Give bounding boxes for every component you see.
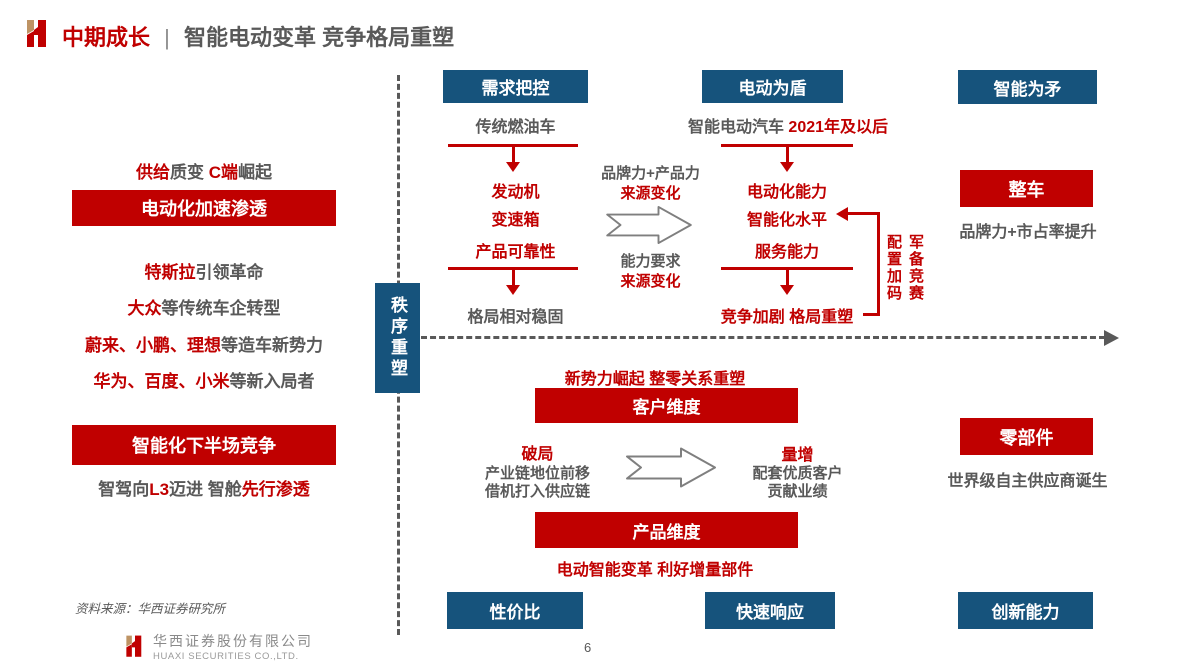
parts-caption: 世界级自主供应商诞生 bbox=[947, 473, 1108, 490]
electric-subtitle: 智能电动汽车 2021年及以后 bbox=[663, 113, 913, 137]
volume-line2: 贡献业绩 bbox=[767, 483, 828, 500]
horizontal-dashed-axis bbox=[421, 336, 1105, 339]
vw-red: 大众 bbox=[127, 299, 162, 318]
entrants-red: 华为、百度、小米 bbox=[93, 372, 230, 391]
vehicle-caption: 品牌力+市占率提升 bbox=[959, 224, 1097, 241]
headline-seg: 崛起 bbox=[238, 163, 272, 182]
electric-divider-arrow bbox=[721, 267, 853, 295]
electric-box: 电动为盾 bbox=[702, 70, 843, 103]
breakthrough-title: 破局 bbox=[521, 446, 554, 463]
tesla-red: 特斯拉 bbox=[144, 263, 196, 282]
product-dimension-box: 产品维度 bbox=[535, 512, 798, 548]
flow-arrow-icon bbox=[606, 206, 692, 244]
customer-dimension-box: 客户维度 bbox=[535, 388, 798, 423]
lower-headline: 新势力崛起 整零关系重塑 bbox=[564, 371, 746, 388]
intelligent-box: 智能为矛 bbox=[958, 70, 1097, 104]
parts-box: 零部件 bbox=[960, 418, 1093, 455]
bracket-label-config: 配置加码 bbox=[885, 234, 902, 302]
lower-caption: 电动智能变革 利好增量部件 bbox=[556, 562, 754, 579]
smart-seg: 先行渗透 bbox=[241, 480, 310, 499]
footer-company-cn: 华西证券股份有限公司 bbox=[153, 635, 313, 650]
huaxi-logo-icon bbox=[27, 20, 46, 47]
order-reshape-label: 秩序重塑 bbox=[388, 296, 407, 380]
intelligence-banner: 智能化下半场竞争 bbox=[72, 425, 336, 465]
tesla-gray: 引领革命 bbox=[195, 263, 264, 282]
tesla-line: 特斯拉引领革命 bbox=[52, 258, 356, 283]
new-forces-red: 蔚来、小鹏、理想 bbox=[85, 336, 221, 355]
order-reshape-box: 秩序重塑 bbox=[375, 283, 420, 393]
new-forces-line: 蔚来、小鹏、理想等造车新势力 bbox=[42, 331, 366, 356]
source-note: 资料来源：华西证券研究所 bbox=[75, 602, 226, 616]
bracket-label-arms-race: 军备竞赛 bbox=[907, 234, 924, 302]
demand-box: 需求把控 bbox=[443, 70, 588, 103]
bracket-arrow-icon bbox=[836, 207, 848, 221]
huaxi-footer-logo-icon bbox=[126, 635, 142, 657]
transition-bottom-red: 来源变化 bbox=[620, 273, 681, 290]
bracket-top-line bbox=[847, 212, 880, 215]
electric-subtitle-red: 2021年及以后 bbox=[788, 119, 889, 136]
volume-title: 量增 bbox=[781, 447, 814, 464]
footer-company-en: HUAXI SECURITIES CO.,LTD. bbox=[153, 651, 299, 662]
transition-bottom-gray: 能力要求 bbox=[620, 253, 681, 270]
electric-item: 服务能力 bbox=[754, 244, 819, 261]
electric-result: 竞争加剧 格局重塑 bbox=[720, 309, 854, 326]
demand-divider-arrow bbox=[448, 144, 578, 172]
demand-item: 产品可靠性 bbox=[475, 244, 556, 261]
headline-seg: 供给 bbox=[135, 163, 170, 182]
entrants-gray: 等新入局者 bbox=[229, 372, 315, 391]
demand-item: 发动机 bbox=[491, 184, 540, 201]
title-secondary: 智能电动变革 竞争格局重塑 bbox=[183, 25, 455, 50]
breakthrough-line2: 借机打入供应链 bbox=[484, 483, 590, 500]
breakthrough-line1: 产业链地位前移 bbox=[484, 465, 590, 482]
vw-gray: 等传统车企转型 bbox=[161, 299, 281, 318]
smart-seg: 智驾向 bbox=[98, 480, 150, 499]
transition-top-red: 来源变化 bbox=[620, 185, 681, 202]
smart-line: 智驾向L3迈进 智舱先行渗透 bbox=[42, 475, 366, 500]
bracket-bottom-line bbox=[863, 313, 880, 316]
new-forces-gray: 等造车新势力 bbox=[221, 336, 323, 355]
demand-subtitle: 传统燃油车 bbox=[475, 119, 556, 136]
new-entrants-line: 华为、百度、小米等新入局者 bbox=[42, 367, 366, 392]
left-headline: 供给质变 C端崛起 bbox=[72, 158, 336, 183]
headline-seg: 质变 bbox=[169, 163, 209, 182]
volume-line1: 配套优质客户 bbox=[752, 465, 843, 482]
electrification-banner: 电动化加速渗透 bbox=[72, 190, 336, 226]
headline-seg: C端 bbox=[208, 163, 238, 182]
flow-arrow-icon bbox=[626, 447, 716, 488]
bottom-box-innovation: 创新能力 bbox=[958, 592, 1093, 629]
page-number: 6 bbox=[584, 640, 592, 655]
volkswagen-line: 大众等传统车企转型 bbox=[52, 294, 356, 319]
electric-divider-arrow bbox=[721, 144, 853, 172]
demand-divider-arrow bbox=[448, 267, 578, 295]
electric-item: 智能化水平 bbox=[746, 212, 827, 229]
axis-arrowhead-icon bbox=[1104, 330, 1119, 346]
bracket-vertical-line bbox=[877, 212, 880, 316]
page-title: 中期成长 | 智能电动变革 竞争格局重塑 bbox=[62, 20, 454, 52]
transition-top-gray: 品牌力+产品力 bbox=[601, 165, 700, 182]
title-primary: 中期成长 bbox=[62, 25, 151, 50]
smart-seg: L3 bbox=[149, 480, 170, 499]
demand-result: 格局相对稳固 bbox=[467, 309, 564, 326]
title-divider: | bbox=[164, 25, 170, 50]
bottom-box-response: 快速响应 bbox=[705, 592, 835, 629]
demand-item: 变速箱 bbox=[491, 212, 540, 229]
smart-seg: 迈进 智舱 bbox=[169, 480, 242, 499]
footer-company: 华西证券股份有限公司 HUAXI SECURITIES CO.,LTD. bbox=[153, 631, 313, 662]
vehicle-box: 整车 bbox=[960, 170, 1093, 207]
electric-subtitle-gray: 智能电动汽车 bbox=[687, 119, 789, 136]
bottom-box-cost: 性价比 bbox=[447, 592, 583, 629]
electric-item: 电动化能力 bbox=[746, 184, 827, 201]
